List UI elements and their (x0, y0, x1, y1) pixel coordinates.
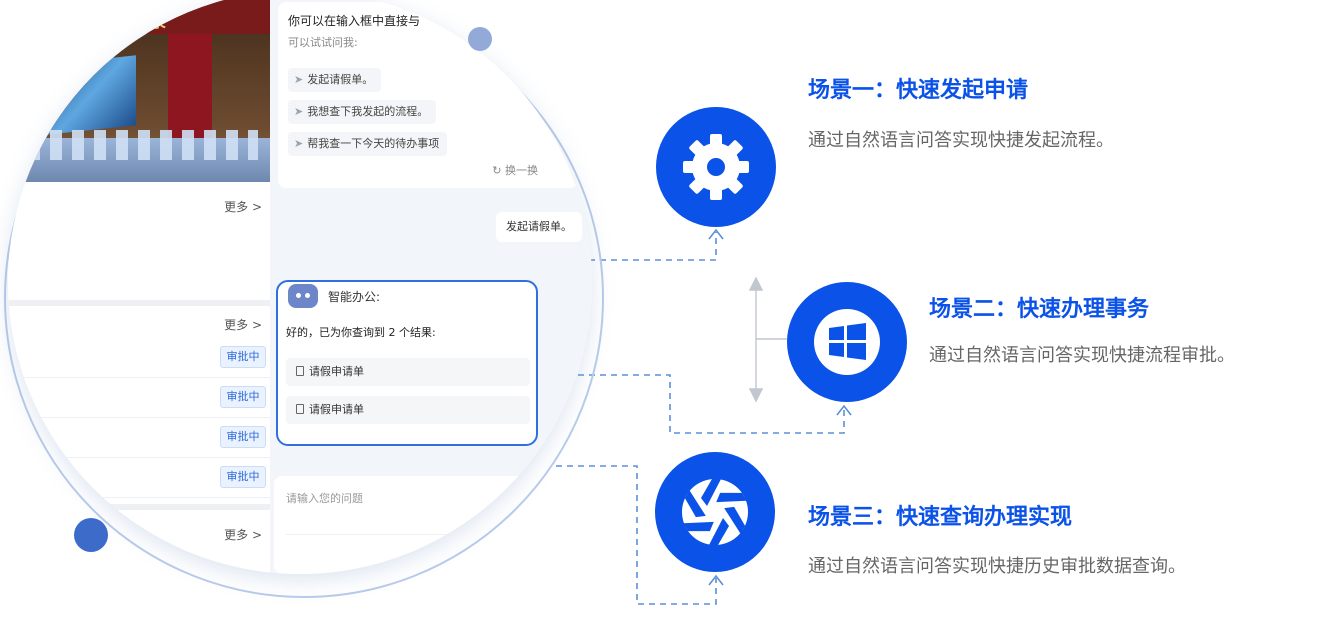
scenario-3-description: 通过自然语言问答实现快捷历史审批数据查询。 (808, 556, 1186, 577)
more-link[interactable]: 更多 > (224, 528, 262, 542)
assistant-chat-pane: 你可以在输入框中直接与 可以试试问我: ➤发起请假单。 ➤我想查下我发起的流程。… (270, 0, 592, 574)
arrowhead-3 (708, 574, 724, 586)
list-item[interactable]: 审批中 (8, 458, 270, 498)
list-item[interactable]: 审批中 (8, 338, 270, 378)
refresh-icon: ↻ (492, 164, 502, 177)
divider (8, 300, 270, 306)
hint-card: 你可以在输入框中直接与 可以试试问我: ➤发起请假单。 ➤我想查下我发起的流程。… (278, 2, 578, 188)
more-link[interactable]: 更多 > (224, 318, 262, 332)
more-link[interactable]: 更多 > (224, 200, 262, 214)
classroom-photo: 录 (8, 0, 270, 182)
scenario-1-description: 通过自然语言问答实现快捷发起流程。 (808, 130, 1114, 151)
magnified-app-view: 录 更多 > 更多 > 审批中 审批中 审批中 审批中 更多 > 你可以在输入框… (8, 0, 592, 574)
list-item[interactable]: 审批中 (8, 418, 270, 458)
gear-icon (656, 107, 776, 227)
send-icon: ➤ (294, 137, 304, 150)
list-item[interactable]: 审批中 (8, 378, 270, 418)
magnifier-ring (4, 0, 604, 598)
arrowhead-1 (708, 228, 724, 240)
decorative-dot (74, 518, 108, 552)
result-item[interactable]: 请假申请单 (286, 358, 530, 386)
aperture-icon (655, 452, 775, 572)
hint-subtitle: 可以试试问我: (288, 36, 358, 49)
document-icon (296, 366, 304, 376)
divider (8, 504, 270, 510)
scenario-2-title: 场景二：快速办理事务 (929, 297, 1150, 322)
suggestion-chip[interactable]: ➤帮我查一下今天的待办事项 (288, 132, 448, 156)
user-message: 发起请假单。 (496, 212, 582, 242)
hint-title: 你可以在输入框中直接与 (288, 14, 421, 28)
scenario-1-title: 场景一：快速发起申请 (808, 78, 1029, 103)
status-badge: 审批中 (220, 386, 266, 408)
windows-icon (787, 282, 907, 402)
refresh-button[interactable]: ↻ 换一换 (492, 164, 538, 177)
suggestion-chip[interactable]: ➤我想查下我发起的流程。 (288, 100, 437, 124)
bot-name: 智能办公: (328, 290, 381, 304)
robot-avatar-icon (288, 284, 318, 308)
status-badge: 审批中 (220, 346, 266, 368)
scenario-3-title: 场景三：快速查询办理实现 (808, 505, 1073, 530)
decorative-dot (468, 27, 492, 51)
bot-reply-card: 智能办公: 好的，已为你查询到 2 个结果: 请假申请单 请假申请单 (276, 280, 538, 446)
question-input[interactable] (286, 486, 566, 510)
status-badge: 审批中 (220, 426, 266, 448)
status-badge: 审批中 (220, 466, 266, 488)
scenario-2-description: 通过自然语言问答实现快捷流程审批。 (929, 345, 1235, 366)
send-icon: ➤ (294, 73, 304, 86)
bot-message: 好的，已为你查询到 2 个结果: (286, 326, 436, 339)
result-item[interactable]: 请假申请单 (286, 396, 530, 424)
arrowhead-2 (836, 404, 852, 416)
send-icon: ➤ (294, 105, 304, 118)
suggestion-chip[interactable]: ➤发起请假单。 (288, 68, 382, 92)
question-input-box (274, 476, 584, 574)
background-app-pane: 录 更多 > 更多 > 审批中 审批中 审批中 审批中 更多 > (8, 0, 270, 574)
document-icon (296, 404, 304, 414)
